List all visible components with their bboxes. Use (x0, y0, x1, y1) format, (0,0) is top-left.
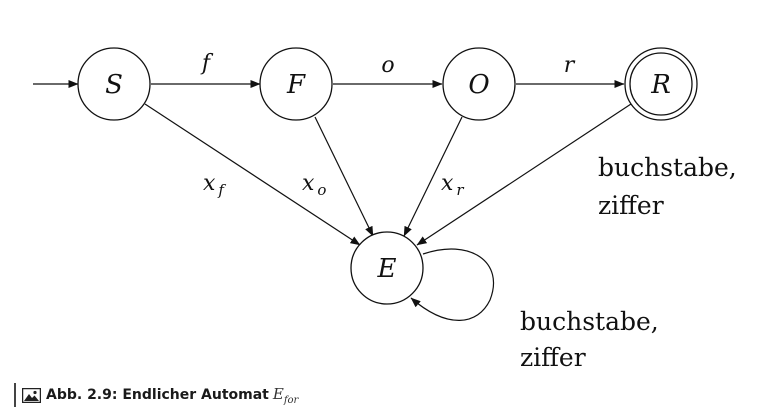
edge-e-loop (410, 248, 495, 321)
state-o: O (442, 47, 516, 121)
note-r-e-line-2: ziffer (598, 191, 664, 220)
state-r-accepting: R (624, 47, 698, 121)
edge-o-e (403, 116, 463, 237)
state-o-label: O (468, 70, 489, 100)
edge-f-e (314, 116, 374, 237)
state-f: F (259, 47, 333, 121)
label-f-o: o (381, 53, 394, 78)
state-e: E (350, 231, 424, 305)
caption-math: Efor (273, 385, 298, 406)
state-s-label: S (105, 70, 123, 100)
label-o-e-sub: r (456, 181, 464, 199)
caption-bar (14, 383, 16, 407)
label-f-e-base: x (302, 171, 315, 196)
state-e-label: E (377, 254, 397, 284)
note-e-e-line-1: buchstabe, (520, 307, 659, 336)
label-o-e-base: x (441, 171, 454, 196)
label-s-f: f (200, 51, 214, 76)
caption-text: Abb. 2.9: Endlicher Automat (46, 387, 269, 403)
edge-r-e (416, 103, 632, 246)
image-icon (22, 387, 41, 403)
caption-math-base: E (272, 384, 284, 403)
state-s: S (77, 47, 151, 121)
label-s-e-base: x (203, 171, 216, 196)
label-s-e-sub: f (217, 181, 226, 199)
note-r-e-line-1: buchstabe, (598, 153, 737, 182)
state-r-label: R (650, 70, 671, 100)
note-e-e-line-2: ziffer (520, 343, 586, 372)
state-f-label: F (286, 70, 306, 100)
caption-math-sub: for (283, 394, 299, 406)
label-f-e-sub: o (317, 181, 326, 199)
figure-caption: Abb. 2.9: Endlicher Automat Efor (14, 382, 298, 408)
edge-s-e (144, 103, 361, 246)
label-o-r: r (564, 53, 576, 78)
